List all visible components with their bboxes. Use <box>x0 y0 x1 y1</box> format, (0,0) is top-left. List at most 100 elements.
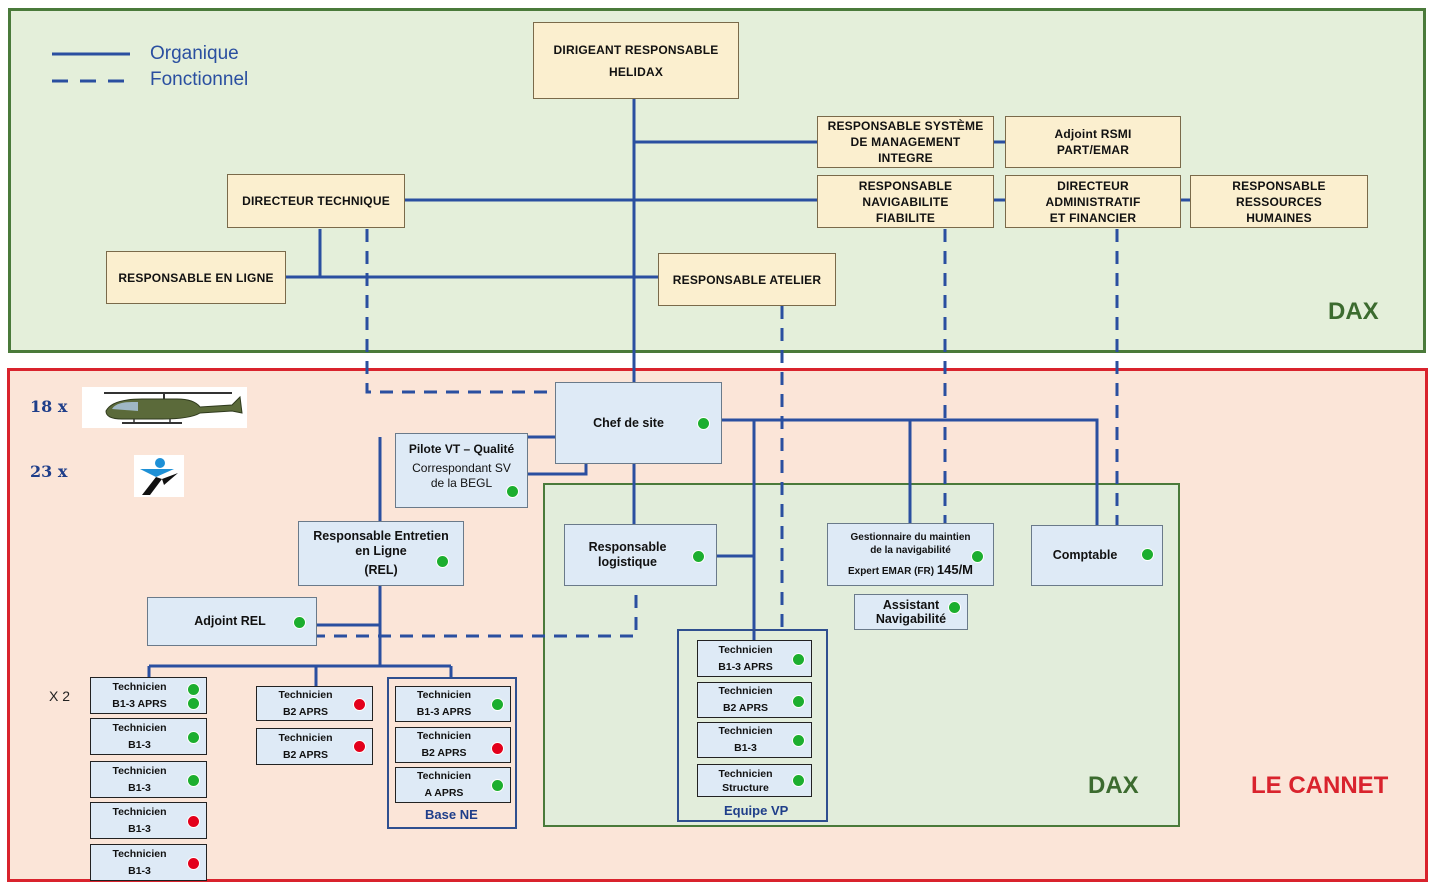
label-dax-inner: DAX <box>1088 772 1139 799</box>
box-line: (REL) <box>364 563 398 577</box>
status-dot-green <box>187 697 200 710</box>
count-x2: X 2 <box>49 688 71 704</box>
box-line: Assistant <box>882 598 940 612</box>
box-adjoint-rel: Adjoint REL <box>147 597 317 646</box>
box-responsable-entretien-ligne: Responsable Entretien en Ligne (REL) <box>298 521 464 586</box>
tech-col2-2: Technicien B2 APRS <box>256 728 373 765</box>
tech-line2: B2 APRS <box>282 748 329 761</box>
box-line: Adjoint REL <box>194 614 266 628</box>
box-line: Comptable <box>1052 548 1118 562</box>
tech-line2: A APRS <box>424 787 464 799</box>
legend-fonctionnel: Fonctionnel <box>150 69 249 90</box>
tech-line2: B1-3 APRS <box>416 706 472 718</box>
expert-145m-text: 145/M <box>936 562 974 577</box>
status-dot-green <box>792 695 805 708</box>
box-line-expert: Expert EMAR (FR) 145/M <box>848 563 973 578</box>
box-line: RESPONSABLE EN LIGNE <box>118 270 274 285</box>
box-line: FIABILITE <box>875 210 936 225</box>
status-dot-red <box>353 740 366 753</box>
tech-vp-2: Technicien B2 APRS <box>697 682 812 718</box>
tech-line1: Technicien <box>416 689 472 701</box>
status-dot-green <box>692 550 705 563</box>
tech-line2: B1-3 APRS <box>112 697 167 710</box>
tech-col1-4: Technicien B1-3 <box>90 802 207 839</box>
box-line: Responsable <box>588 540 667 554</box>
box-line: Responsable Entretien <box>313 529 449 543</box>
box-line: DIRECTEUR <box>1057 178 1129 193</box>
box-directeur-administratif: DIRECTEUR ADMINISTRATIF ET FINANCIER <box>1005 175 1181 228</box>
box-dirigeant-responsable: DIRIGEANT RESPONSABLE HELIDAX <box>533 22 739 99</box>
tech-base-ne-2: Technicien B2 APRS <box>395 727 511 763</box>
box-line: RESPONSABLE SYSTÈME <box>827 119 984 133</box>
status-dot-green <box>971 550 984 563</box>
box-line: Adjoint RSMI <box>1054 127 1132 141</box>
status-dot-green <box>506 485 519 498</box>
box-comptable: Comptable <box>1031 525 1163 586</box>
tech-line2: B1-3 <box>128 781 151 794</box>
box-rsmi: RESPONSABLE SYSTÈME DE MANAGEMENT INTEGR… <box>817 116 994 168</box>
box-line: en Ligne <box>355 544 407 558</box>
status-dot-red <box>353 698 366 711</box>
tech-line2: B1-3 <box>128 738 151 751</box>
count-staff: 23 x <box>30 462 68 481</box>
tech-line2: Structure <box>722 781 769 794</box>
label-dax-top: DAX <box>1328 298 1379 325</box>
box-responsable-logistique: Responsable logistique <box>564 524 717 586</box>
tech-line1: Technicien <box>278 731 333 744</box>
tech-line1: Technicien <box>718 725 773 737</box>
box-line: RESPONSABLE ATELIER <box>672 272 822 287</box>
functional-lines <box>316 229 1119 638</box>
box-line: Correspondant SV <box>412 461 511 475</box>
status-dot-red <box>491 742 504 755</box>
box-line: RESPONSABLE <box>858 178 953 193</box>
tech-line1: Technicien <box>416 770 472 782</box>
status-dot-green <box>436 555 449 568</box>
box-line: RESSOURCES <box>1235 194 1323 209</box>
box-line: ADMINISTRATIF <box>1045 194 1141 209</box>
tech-line1: Technicien <box>718 767 773 780</box>
tech-line1: Technicien <box>416 730 472 742</box>
tech-col1-2: Technicien B1-3 <box>90 718 207 755</box>
box-responsable-atelier: RESPONSABLE ATELIER <box>658 253 836 306</box>
box-line: NAVIGABILITE <box>862 194 949 209</box>
box-line: INTEGRE <box>878 151 933 165</box>
box-line: Pilote VT – Qualité <box>408 442 515 456</box>
status-dot-green <box>948 601 961 614</box>
box-line: DE MANAGEMENT <box>850 135 961 149</box>
group-equipe-vp <box>677 629 828 822</box>
box-line: RESPONSABLE <box>1232 178 1326 193</box>
box-adjoint-rsmi: Adjoint RSMI PART/EMAR <box>1005 116 1181 168</box>
status-dot-green <box>187 774 200 787</box>
expert-emar-text: Expert EMAR (FR) <box>847 566 937 577</box>
tech-line2: B1-3 APRS <box>718 660 773 673</box>
status-dot-green <box>187 731 200 744</box>
box-gestionnaire-navigabilite: Gestionnaire du maintien de la navigabil… <box>827 523 994 586</box>
box-line: HUMAINES <box>1246 210 1312 225</box>
status-dot-green <box>293 616 306 629</box>
easa-logo-icon <box>134 455 184 497</box>
tech-line2: B2 APRS <box>421 747 467 759</box>
label-equipe-vp: Equipe VP <box>724 803 789 818</box>
box-directeur-technique: DIRECTEUR TECHNIQUE <box>227 174 405 228</box>
tech-line1: Technicien <box>718 685 773 697</box>
tech-base-ne-1: Technicien B1-3 APRS <box>395 686 511 722</box>
tech-base-ne-3: Technicien A APRS <box>395 767 511 803</box>
tech-line1: Technicien <box>112 847 167 860</box>
count-helicopters: 18 x <box>30 397 68 416</box>
tech-vp-4: Technicien Structure <box>697 764 812 797</box>
tech-line1: Technicien <box>278 688 333 701</box>
tech-line1: Technicien <box>112 805 167 818</box>
label-base-ne: Base NE <box>425 807 478 822</box>
tech-line1: Technicien <box>112 764 167 777</box>
tech-line1: Technicien <box>718 643 773 656</box>
status-dot-red <box>187 857 200 870</box>
status-dot-green <box>792 734 805 747</box>
status-dot-green <box>187 683 200 696</box>
box-line: Navigabilité <box>875 612 947 626</box>
box-line: logistique <box>597 555 658 569</box>
box-line: HELIDAX <box>608 64 664 79</box>
tech-col1-1: Technicien B1-3 APRS <box>90 677 207 714</box>
status-dot-red <box>187 815 200 828</box>
status-dot-green <box>491 779 504 792</box>
